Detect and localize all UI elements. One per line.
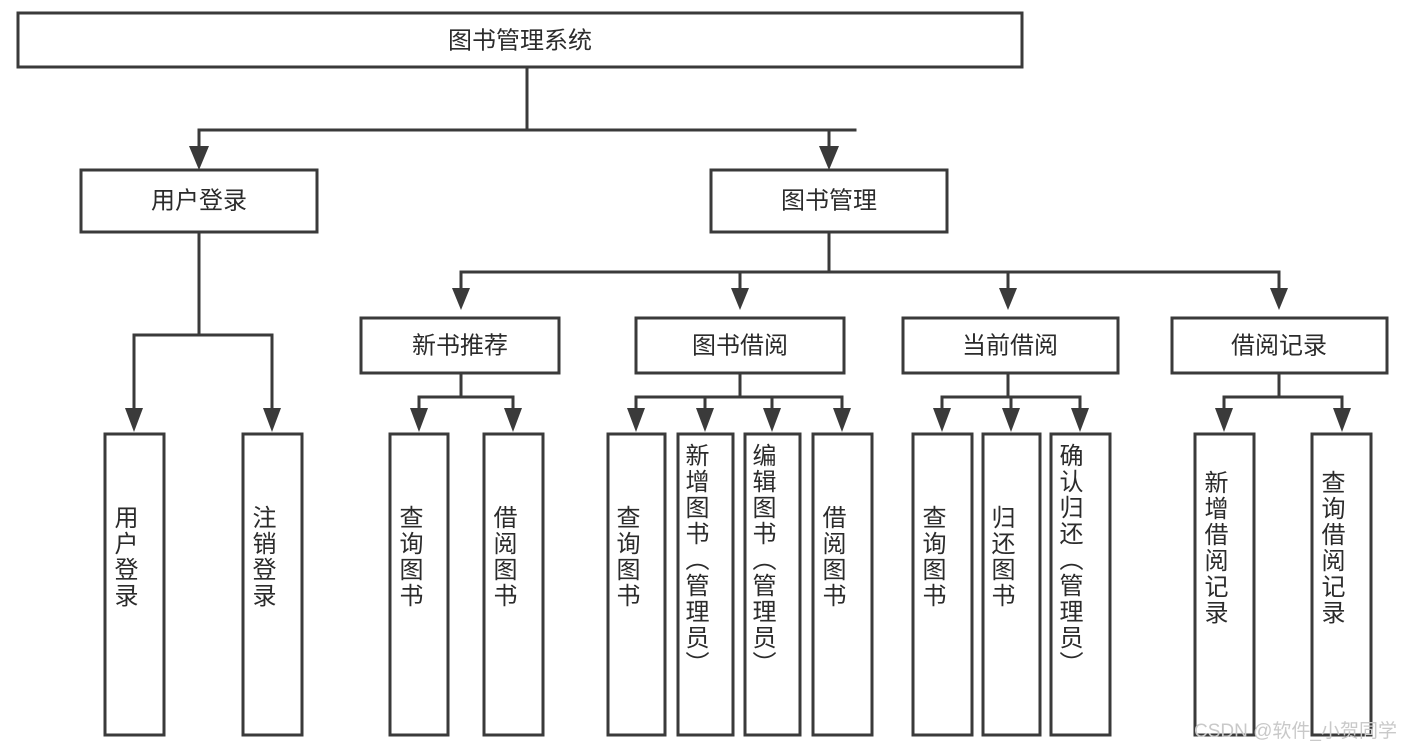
arrow-head-leaf-borrow-book-2 — [833, 408, 851, 432]
leaf-box-add-book[interactable] — [676, 432, 735, 737]
leaf-box-add-record[interactable] — [1193, 432, 1256, 737]
connector-newbook-to-leaves — [410, 371, 522, 432]
node-new-book-recommend-box[interactable] — [359, 316, 561, 375]
connector-bookmgmt-to-level3 — [452, 230, 1288, 310]
node-book-management[interactable]: 图书管理 — [709, 168, 949, 234]
arrow-head-leaf-query-book-3 — [933, 408, 951, 432]
leaf-box-edit-book[interactable] — [743, 432, 802, 737]
arrow-head-leaf-logout — [263, 408, 281, 432]
node-current-borrow[interactable]: 当前借阅 — [901, 316, 1120, 375]
arrow-head-leaf-add-record — [1215, 408, 1233, 432]
node-user-login[interactable]: 用户登录 — [79, 168, 319, 234]
leaf-box-query-book-3[interactable] — [911, 432, 974, 737]
arrow-head-book-management — [819, 146, 839, 170]
node-root-label: 图书管理系统 — [448, 27, 592, 54]
node-root-box[interactable] — [16, 11, 1024, 69]
connector-currentborrow-to-leaves — [933, 371, 1089, 432]
arrow-head-leaf-edit-book — [763, 408, 781, 432]
node-new-book-recommend[interactable]: 新书推荐 — [359, 316, 561, 375]
connector-borrowrecord-to-leaves — [1215, 371, 1351, 432]
leaf-box-logout[interactable] — [241, 432, 304, 737]
arrow-head-leaf-query-book-2 — [627, 408, 645, 432]
leaf-box-query-book-1[interactable] — [388, 432, 450, 737]
node-borrow-record-label: 借阅记录 — [1231, 332, 1327, 359]
arrow-head-current-borrow — [999, 288, 1017, 310]
arrow-head-leaf-user-login — [125, 408, 143, 432]
leaf-box-borrow-book-1[interactable] — [482, 432, 545, 737]
connector-userlogin-to-leaves — [125, 230, 281, 432]
leaf-box-query-record[interactable] — [1310, 432, 1373, 737]
node-current-borrow-box[interactable] — [901, 316, 1120, 375]
csdn-watermark: CSDN @软件_小贺同学 — [1194, 721, 1397, 742]
arrow-head-leaf-return-book — [1002, 408, 1020, 432]
arrow-head-leaf-confirm-return — [1071, 408, 1089, 432]
node-borrow-record-box[interactable] — [1170, 316, 1389, 375]
arrow-head-leaf-add-book — [696, 408, 714, 432]
node-book-borrow-label: 图书借阅 — [692, 332, 788, 359]
arrow-head-leaf-query-record — [1333, 408, 1351, 432]
connector-root-to-level2 — [189, 65, 857, 170]
node-root[interactable]: 图书管理系统 — [16, 11, 1024, 69]
arrow-head-user-login — [189, 146, 209, 170]
leaf-box-user-login[interactable] — [103, 432, 166, 737]
node-book-management-box[interactable] — [709, 168, 949, 234]
arrow-head-leaf-query-book-1 — [410, 408, 428, 432]
leaf-box-confirm-return[interactable] — [1049, 432, 1112, 737]
node-user-login-label: 用户登录 — [151, 187, 247, 214]
leaf-box-borrow-book-2[interactable] — [811, 432, 874, 737]
node-borrow-record[interactable]: 借阅记录 — [1170, 316, 1389, 375]
node-book-management-label: 图书管理 — [781, 187, 877, 214]
arrow-head-book-borrow — [731, 288, 749, 310]
leaf-box-return-book[interactable] — [981, 432, 1042, 737]
leaf-box-query-book-2[interactable] — [606, 432, 667, 737]
node-new-book-recommend-label: 新书推荐 — [412, 332, 508, 359]
leaf-boxes — [103, 432, 1373, 737]
arrow-head-borrow-record — [1270, 288, 1288, 310]
node-book-borrow-box[interactable] — [634, 316, 846, 375]
node-current-borrow-label: 当前借阅 — [962, 332, 1058, 359]
node-user-login-box[interactable] — [79, 168, 319, 234]
node-book-borrow[interactable]: 图书借阅 — [634, 316, 846, 375]
arrow-head-leaf-borrow-book-1 — [504, 408, 522, 432]
arrow-head-new-book-recommend — [452, 288, 470, 310]
connector-bookborrow-to-leaves — [627, 371, 851, 432]
